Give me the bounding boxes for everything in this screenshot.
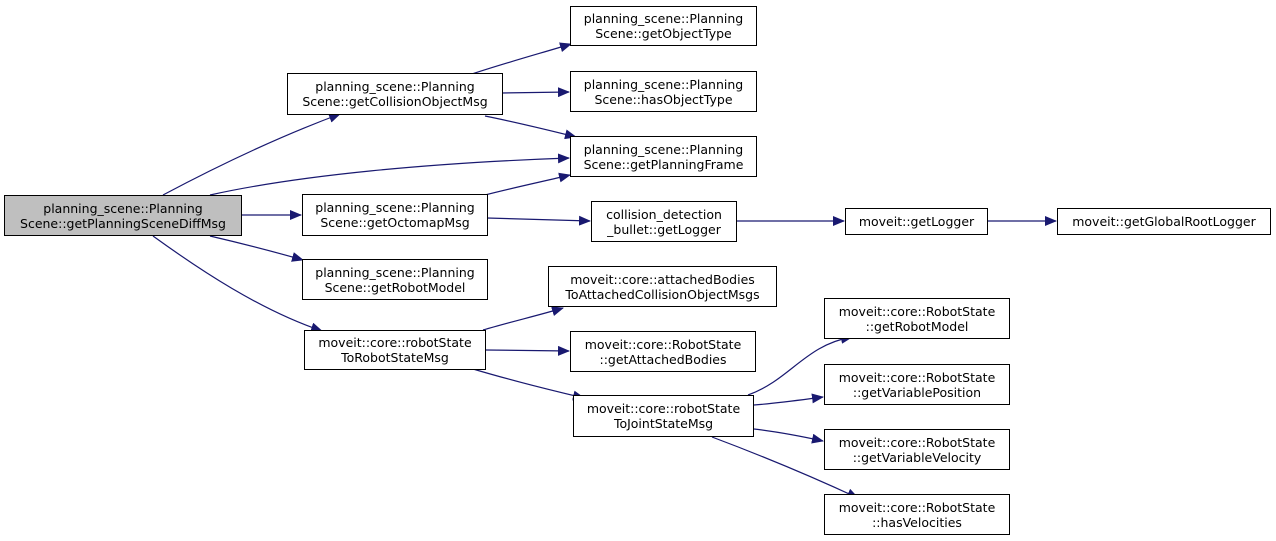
node-robot-state-to-joint-state-msg[interactable]: moveit::core::robotState ToJointStateMsg: [573, 395, 754, 437]
node-line-1: moveit::core::RobotState: [838, 303, 996, 319]
node-get-object-type[interactable]: planning_scene::Planning Scene::getObjec…: [570, 6, 757, 46]
edge-getcollisionobjectmsg-to-getplanningframe: [484, 115, 577, 140]
node-line-2: ::getRobotModel: [865, 318, 969, 334]
edge-root-to-robotstatetorobotstatemsg: [152, 235, 323, 333]
node-attached-bodies-to-attached-collision-object-msgs[interactable]: moveit::core::attachedBodies ToAttachedC…: [548, 266, 777, 307]
node-line-2: ToAttachedCollisionObjectMsgs: [565, 286, 760, 302]
node-line-2: Scene::getCollisionObjectMsg: [302, 94, 488, 109]
node-line-1: planning_scene::Planning: [315, 264, 475, 280]
node-line-2: ::getAttachedBodies: [599, 351, 727, 367]
edge-robotstatetorobotstatemsg-to-attachedbodies: [482, 306, 564, 331]
edge-jointstatemsg-to-getvariablevelocity: [753, 428, 824, 444]
node-line-1: collision_detection: [606, 206, 722, 222]
node-get-octomap-msg[interactable]: planning_scene::Planning Scene::getOctom…: [302, 194, 488, 236]
edge-jointstatemsg-to-getvariableposition: [753, 393, 824, 406]
node-line-1: moveit::core::robotState: [318, 335, 472, 350]
edge-jointstatemsg-to-rsgetrobotmodel: [747, 333, 853, 396]
node-collision-detection-bullet-get-logger[interactable]: collision_detection _bullet::getLogger: [591, 201, 737, 242]
node-line-1: moveit::core::RobotState: [838, 369, 996, 385]
edge-root-to-getplanningframe: [209, 153, 570, 196]
node-scene-get-robot-model[interactable]: planning_scene::Planning Scene::getRobot…: [302, 259, 488, 300]
node-line-2: ToJointStateMsg: [613, 416, 714, 431]
node-line-1: moveit::core::attachedBodies: [570, 271, 755, 287]
edge-robotstatetorobotstatemsg-to-getattachedbodies: [485, 345, 570, 356]
node-has-object-type[interactable]: planning_scene::Planning Scene::hasObjec…: [570, 71, 757, 112]
node-line-1: moveit::core::RobotState: [838, 434, 996, 450]
node-line-1: planning_scene::Planning: [315, 200, 475, 215]
node-has-velocities[interactable]: moveit::core::RobotState ::hasVelocities: [824, 494, 1010, 535]
node-line-2: Scene::getObjectType: [595, 26, 732, 41]
edge-getoctomapmsg-to-getplanningframe: [484, 172, 571, 196]
node-line-2: Scene::getPlanningSceneDiffMsg: [20, 215, 226, 231]
node-get-planning-frame[interactable]: planning_scene::Planning Scene::getPlann…: [570, 136, 757, 177]
node-line-1: moveit::core::RobotState: [584, 336, 742, 352]
node-get-attached-bodies[interactable]: moveit::core::RobotState ::getAttachedBo…: [570, 331, 756, 372]
edge-robotstatetorobotstatemsg-to-jointstatemsg: [472, 368, 585, 401]
edge-getcollisionobjectmsg-to-hasobjecttype: [501, 87, 570, 98]
node-line-2: ::hasVelocities: [872, 514, 962, 530]
node-line-1: planning_scene::Planning: [43, 200, 203, 216]
edge-getoctomapmsg-to-cdbgetlogger: [486, 215, 591, 226]
node-line-1: planning_scene::Planning: [583, 141, 744, 157]
node-get-collision-object-msg[interactable]: planning_scene::Planning Scene::getColli…: [287, 73, 503, 115]
node-line-1: planning_scene::Planning: [583, 76, 744, 92]
node-line-1: moveit::getLogger: [858, 214, 975, 229]
edge-jointstatemsg-to-hasvelocities: [711, 436, 859, 499]
node-line-1: moveit::getGlobalRootLogger: [1072, 214, 1256, 229]
node-robot-state-get-robot-model[interactable]: moveit::core::RobotState ::getRobotModel: [824, 298, 1010, 339]
node-line-2: Scene::getOctomapMsg: [320, 215, 470, 230]
node-line-1: moveit::core::RobotState: [838, 499, 996, 515]
node-line-2: ::getVariableVelocity: [852, 449, 982, 465]
node-line-1: planning_scene::Planning: [315, 79, 475, 94]
node-line-2: Scene::getPlanningFrame: [583, 156, 744, 172]
node-robot-state-to-robot-state-msg[interactable]: moveit::core::robotState ToRobotStateMsg: [304, 330, 486, 370]
node-line-2: Scene::getRobotModel: [324, 279, 466, 295]
node-get-variable-position[interactable]: moveit::core::RobotState ::getVariablePo…: [824, 364, 1010, 405]
node-get-planning-scene-diff-msg: planning_scene::Planning Scene::getPlann…: [4, 195, 242, 236]
node-line-2: ::getVariablePosition: [852, 384, 982, 400]
node-moveit-get-logger[interactable]: moveit::getLogger: [845, 208, 988, 235]
edge-getcollisionobjectmsg-to-getobjecttype: [471, 42, 572, 75]
edge-root-to-getcollisionobjectmsg: [162, 113, 341, 196]
node-line-1: planning_scene::Planning: [583, 11, 744, 26]
node-line-1: moveit::core::robotState: [586, 401, 741, 416]
node-line-2: Scene::hasObjectType: [594, 91, 733, 107]
node-moveit-get-global-root-logger[interactable]: moveit::getGlobalRootLogger: [1057, 208, 1271, 235]
node-get-variable-velocity[interactable]: moveit::core::RobotState ::getVariableVe…: [824, 429, 1010, 470]
node-line-2: ToRobotStateMsg: [341, 350, 449, 365]
edge-root-to-getrobotmodel: [209, 235, 304, 262]
node-line-2: _bullet::getLogger: [607, 221, 721, 237]
